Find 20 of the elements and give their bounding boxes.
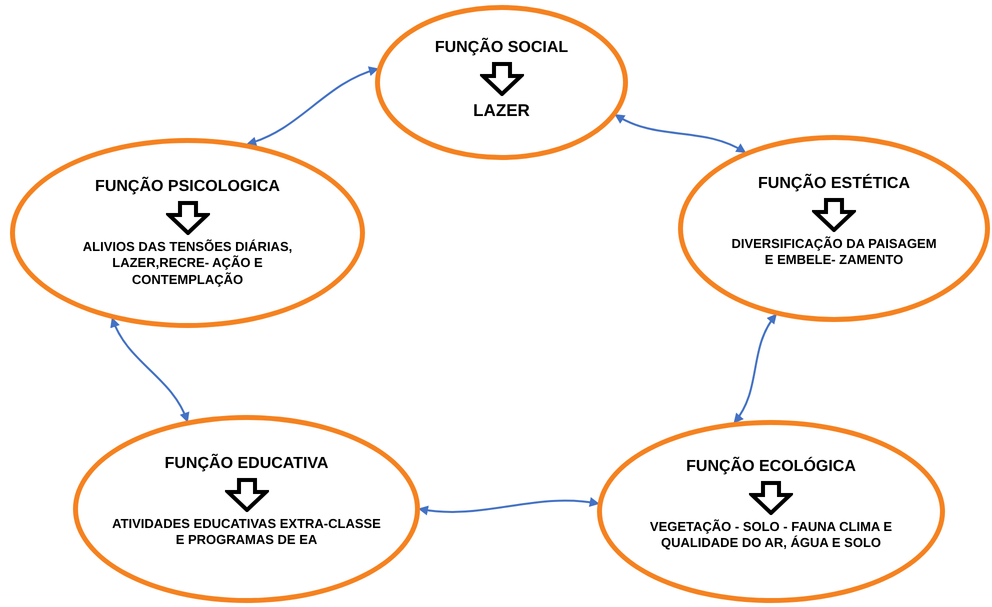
function-heading: FUNÇÃO PSICOLOGICA <box>95 177 280 197</box>
double-arrow <box>614 114 746 153</box>
function-ellipse <box>375 5 628 160</box>
double-arrow <box>734 314 777 424</box>
function-heading: FUNÇÃO ECOLÓGICA <box>686 457 856 477</box>
function-description: ALIVIOS DAS TENSÕES DIÁRIAS, LAZER,RECRE- AÇÃO E CONTEMPLAÇÃO <box>82 239 294 288</box>
function-description: ATIVIDADES EDUCATIVAS EXTRA-CLASSE E PROGRAMAS DE EA <box>111 516 382 548</box>
double-arrow <box>110 317 189 423</box>
function-description: LAZER <box>472 100 531 122</box>
double-arrow <box>246 66 379 146</box>
function-heading: FUNÇÃO ESTÉTICA <box>758 174 910 194</box>
function-ellipse <box>73 415 420 603</box>
function-description: DIVERSIFICAÇÃO DA PAISAGEM E EMBELE- ZAMENTO <box>730 236 938 268</box>
function-ellipse <box>10 138 365 328</box>
function-ellipse <box>678 135 990 322</box>
function-ellipse <box>597 420 945 603</box>
function-description: VEGETAÇÃO - SOLO - FAUNA CLIMA E QUALIDADE DO AR, ÁGUA E SOLO <box>648 519 894 552</box>
function-heading: FUNÇÃO SOCIAL <box>434 38 568 58</box>
function-heading: FUNÇÃO EDUCATIVA <box>164 454 328 474</box>
double-arrow <box>418 497 600 516</box>
